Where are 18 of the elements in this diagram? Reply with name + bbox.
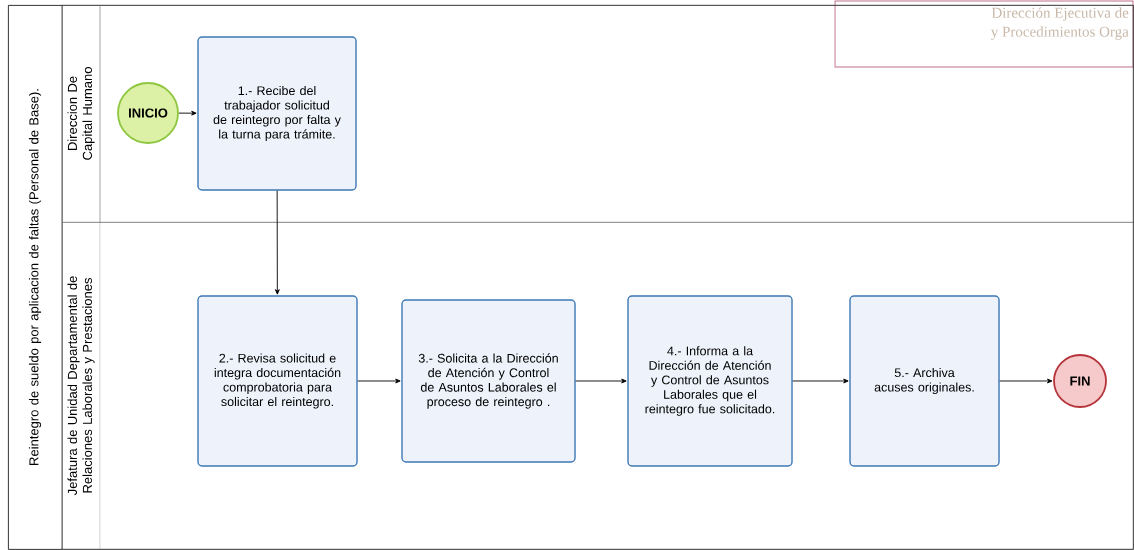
arrow [178, 110, 197, 116]
start-event: INICIO [117, 82, 179, 144]
end-event: FIN [1053, 354, 1107, 408]
stamp-text: Dirección Ejecutiva de [991, 7, 1129, 21]
pool-title: Reintegro de sueldo por aplicacion de faltas (Personal de Base). [28, 89, 42, 465]
arrow [792, 378, 849, 384]
stamp-text: y Procedimientos Orga [990, 26, 1129, 40]
lane-label: Jefatura de Unidad Departamental de Relaciones Laborales y Prestaciones [67, 276, 95, 496]
process-box: 2.- Revisa solicitud e integra documentación comprobatoria para solicitar el reintegro. [197, 295, 358, 467]
arrow [274, 190, 280, 295]
process-box: 4.- Informa a la Dirección de Atención y Control de Asuntos Laborales que el reintegro fue solicitado. [627, 295, 793, 467]
arrow [575, 378, 627, 384]
process-box: 5.- Archiva acuses originales. [849, 295, 1000, 467]
process-box: 3.- Solicita a la Dirección de Atención y Control de Asuntos Laborales el proceso de reintegro . [401, 299, 576, 463]
lane-label: Direccion De Capital Humano [67, 67, 95, 160]
arrow [357, 378, 401, 384]
process-box: 1.- Recibe del trabajador solicitud de reintegro por falta y la turna para trámite. [197, 36, 357, 191]
arrow [999, 378, 1053, 384]
